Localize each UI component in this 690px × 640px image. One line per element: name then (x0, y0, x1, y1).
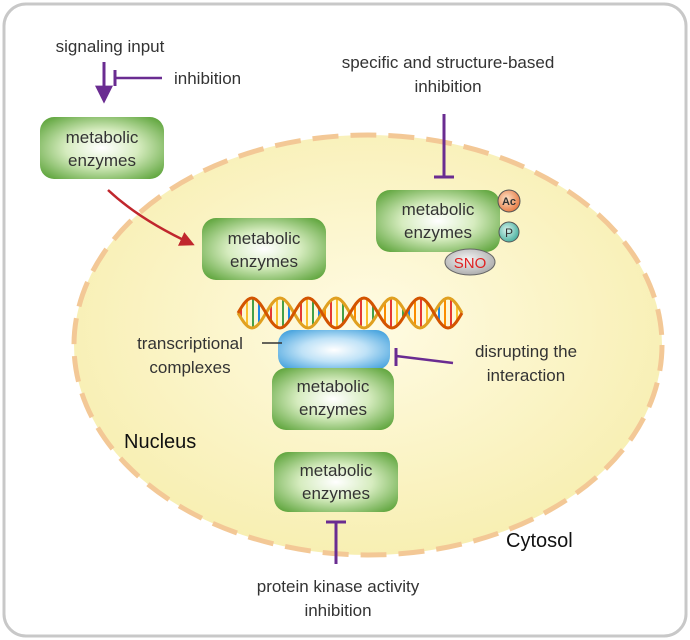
enzyme-label-line2: enzymes (230, 252, 298, 271)
translocation-arrow (107, 189, 195, 246)
acetylation-badge: Ac (497, 189, 521, 213)
enzyme-label-line2: enzymes (68, 151, 136, 170)
enzyme-label-line2: enzymes (404, 223, 472, 242)
enzyme-label-line2: enzymes (302, 484, 370, 503)
enzyme-box-nuclear: metabolic enzymes (202, 218, 326, 280)
kinase-inhibition-line2: inhibition (304, 601, 371, 620)
transcriptional-line2: complexes (149, 358, 230, 377)
enzyme-box-kinase: metabolic enzymes (274, 452, 398, 512)
enzyme-label-line2: enzymes (299, 400, 367, 419)
ac-label: Ac (502, 196, 516, 208)
s-nitrosylation-badge: SNO (444, 248, 496, 276)
enzyme-label-line1: metabolic (402, 200, 475, 219)
phosphorylation-badge: P (498, 221, 520, 243)
disrupting-line (395, 354, 454, 365)
transcriptional-line1: transcriptional (137, 334, 243, 353)
kinase-inhibition-line1: protein kinase activity (257, 577, 420, 596)
specific-inhibition-line1: specific and structure-based (342, 53, 555, 72)
disrupting-line2: interaction (487, 366, 565, 385)
specific-inhibition-line2: inhibition (414, 77, 481, 96)
sno-label: SNO (454, 255, 487, 272)
dna-helix (236, 296, 464, 330)
enzyme-box-bound: metabolic enzymes (272, 368, 394, 430)
enzyme-label-line1: metabolic (66, 128, 139, 147)
transcriptional-complex-shape (278, 330, 390, 370)
disrupting-line1: disrupting the (475, 342, 577, 361)
enzyme-box-cytosol: metabolic enzymes (40, 117, 164, 179)
dna-strand-b (236, 296, 464, 330)
inhibition-label: inhibition (174, 69, 241, 88)
p-label: P (505, 226, 513, 240)
nucleus-label: Nucleus (124, 431, 196, 453)
enzyme-box-modified: metabolic enzymes (376, 190, 500, 252)
enzyme-label-line1: metabolic (228, 229, 301, 248)
enzyme-label-line1: metabolic (297, 377, 370, 396)
enzyme-label-line1: metabolic (300, 461, 373, 480)
signaling-input-label: signaling input (56, 37, 165, 56)
cytosol-label: Cytosol (506, 530, 573, 552)
